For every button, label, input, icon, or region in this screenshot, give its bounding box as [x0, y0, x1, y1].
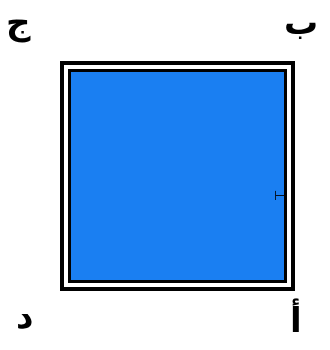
- square-inner-border: [68, 69, 287, 283]
- vertex-label-top-left: ج: [6, 3, 31, 43]
- vertex-label-bottom-right: أ: [290, 301, 302, 341]
- vertex-label-bottom-left: د: [16, 297, 34, 337]
- square-fill: [71, 72, 284, 280]
- square-outer-border: [60, 61, 295, 291]
- right-edge-tick-mark: ⊢: [274, 189, 286, 204]
- vertex-label-top-right: ب: [284, 3, 319, 43]
